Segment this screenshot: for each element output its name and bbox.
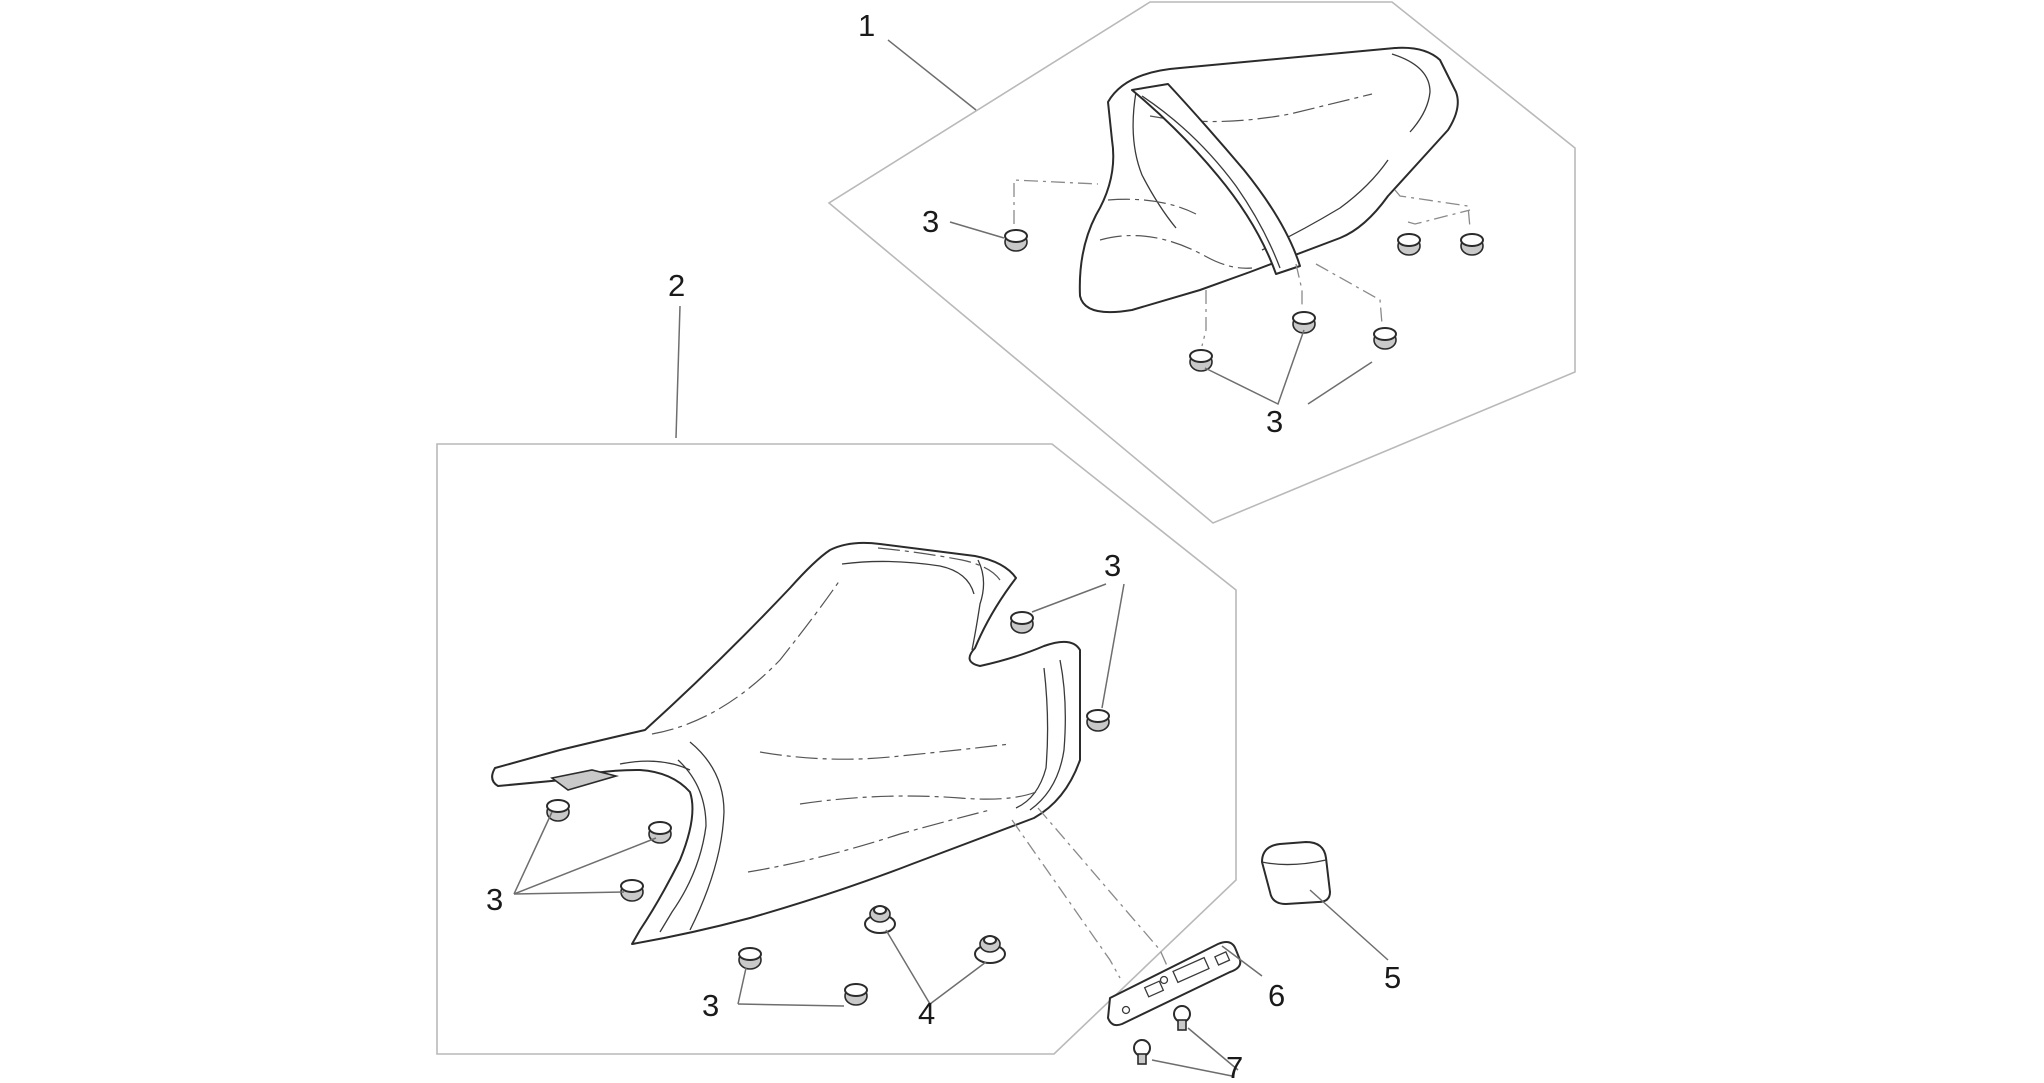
callout-3-passenger-bottom: 3 [1266,404,1283,439]
passenger-seat-group [827,1,1576,524]
rubber-block [1261,841,1331,905]
passenger-seat-panel-outline [827,1,1576,524]
callout-6: 6 [1268,978,1285,1013]
callout-4: 4 [918,996,935,1031]
callout-3-rider-right: 3 [1104,548,1121,583]
callout-5: 5 [1384,960,1401,995]
passenger-seat-strap [1131,83,1301,275]
callout-3-rider-left: 3 [486,882,503,917]
rider-seat-panel-outline [436,443,1237,1055]
passenger-seat-body [1078,46,1459,314]
loose-parts [1107,841,1389,1077]
callout-3-rider-bottom: 3 [702,988,719,1023]
callout-7: 7 [1226,1050,1243,1083]
mounting-plate [1107,941,1242,1027]
rider-seat-body [491,541,1081,945]
callout-1: 1 [858,8,875,43]
callout-3-passenger: 3 [922,204,939,239]
callout-labels: 1 2 3 3 3 3 3 4 5 6 7 [486,8,1401,1083]
rider-seat-group [436,305,1237,1055]
passenger-seat-grommets [1004,229,1484,372]
rider-seat-grommets [546,611,1110,1006]
callout-2: 2 [668,268,685,303]
rider-seat-studs [864,905,1006,964]
plate-screws [1133,1005,1191,1065]
